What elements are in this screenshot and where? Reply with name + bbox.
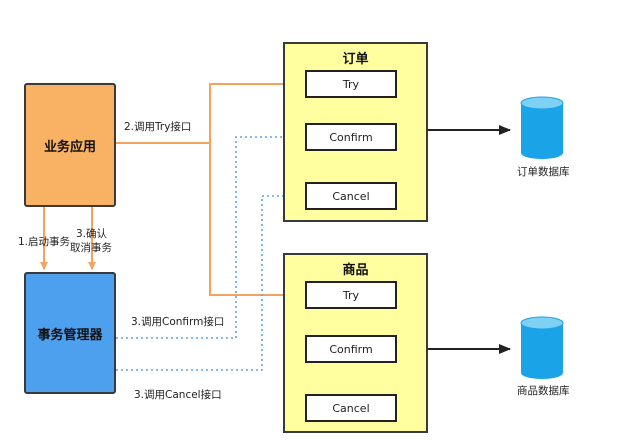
product-try-label: Try [342, 288, 360, 302]
transaction-manager-node: 事务管理器 [24, 272, 116, 394]
product-cancel-node: Cancel [305, 394, 397, 422]
edge-app-to-product-try [209, 143, 305, 299]
order-service-title: 订单 [342, 52, 369, 67]
product-confirm-node: Confirm [305, 335, 397, 363]
order-cancel-label: Cancel [332, 189, 370, 203]
business-app-label: 业务应用 [43, 139, 96, 155]
order-cancel-node: Cancel [305, 182, 397, 210]
business-app-node: 业务应用 [24, 83, 116, 207]
order-database-icon [520, 96, 564, 159]
product-confirm-label: Confirm [329, 342, 373, 356]
product-try-node: Try [305, 281, 397, 309]
edge-label-call-confirm: 3.调用Confirm接口 [131, 316, 225, 328]
order-db-label: 订单数据库 [517, 166, 570, 178]
order-confirm-label: Confirm [329, 130, 373, 144]
order-try-label: Try [342, 77, 360, 91]
edge-label-confirm-line1: 3.确认 [76, 228, 108, 240]
product-cancel-label: Cancel [332, 401, 370, 415]
edge-tm-to-order-confirm [116, 133, 305, 339]
order-try-node: Try [305, 70, 397, 98]
product-service-title: 商品 [342, 263, 369, 278]
transaction-manager-label: 事务管理器 [37, 327, 103, 343]
edge-label-start-tx: 1.启动事务 [18, 236, 71, 248]
product-database-icon [520, 316, 564, 379]
edge-app-to-order-try [116, 80, 305, 144]
product-db-label: 商品数据库 [517, 385, 570, 397]
edge-label-call-cancel: 3.调用Cancel接口 [134, 389, 222, 401]
edge-label-call-try: 2.调用Try接口 [124, 121, 192, 133]
order-confirm-node: Confirm [305, 123, 397, 151]
edge-label-confirm-line2: 取消事务 [70, 242, 112, 254]
